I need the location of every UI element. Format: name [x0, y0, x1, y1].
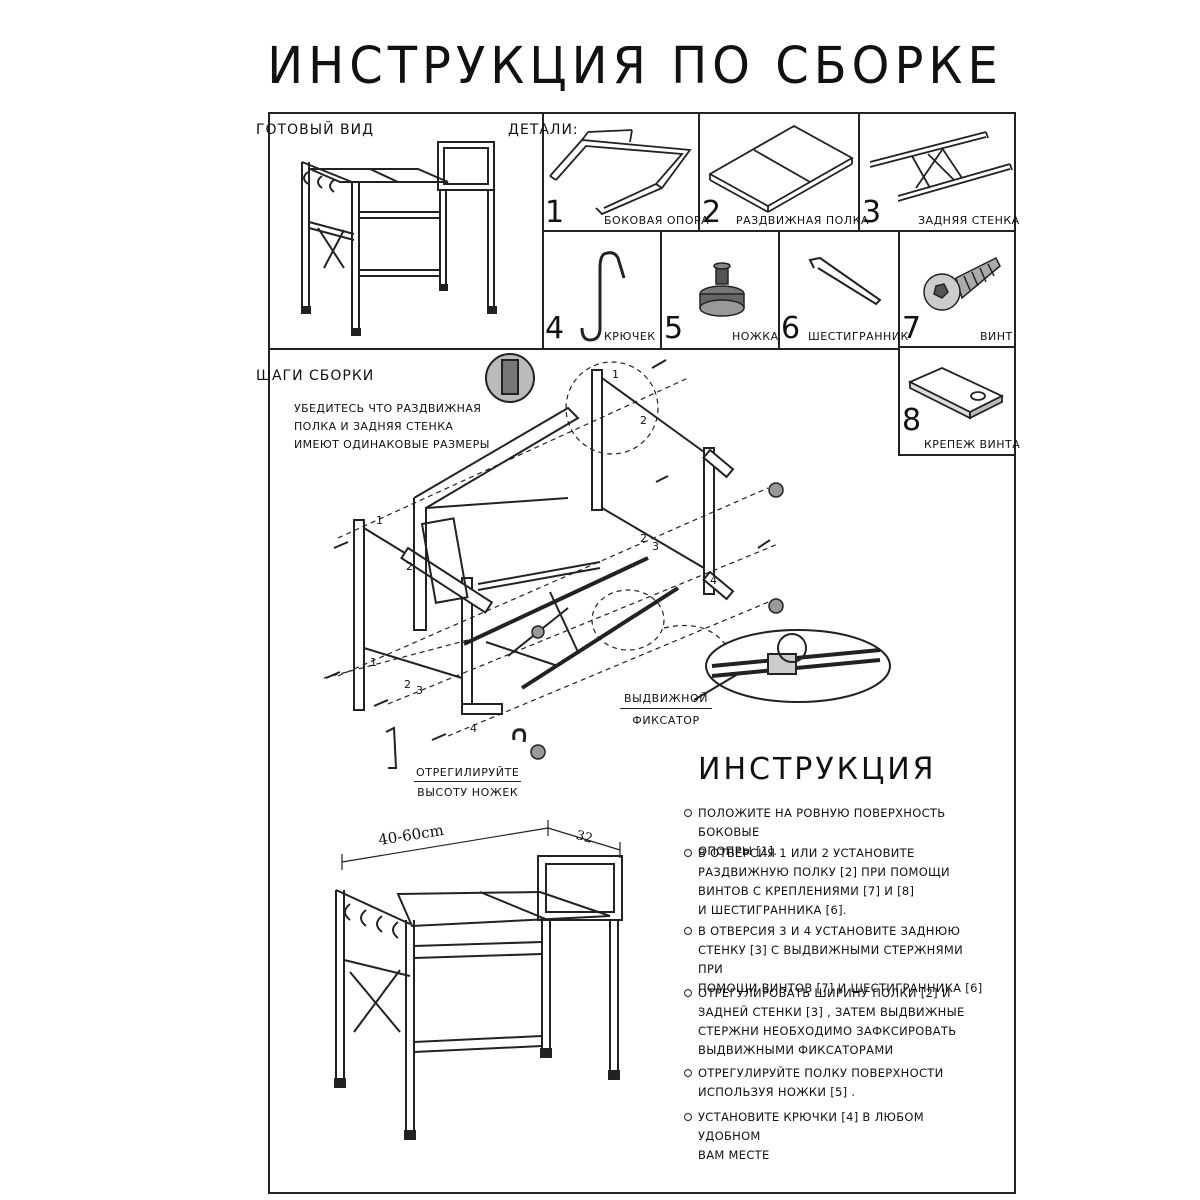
instruction-line: ПОМОЩИ ВИНТОВ [7] И ШЕСТИГРАННИКА [6] .	[698, 981, 983, 1014]
latch-caption: ВЫДВИЖНОЙ ФИКСАТОР	[620, 692, 713, 727]
instruction-line: ВЫДВИЖНЫМИ ФИКСАТОРАМИ	[698, 1043, 894, 1057]
instruction-line: В ОТВЕРСИЯ 3 И 4 УСТАНОВИТЕ ЗАДНЮЮ	[698, 924, 961, 938]
finished-back-frame	[438, 142, 494, 190]
instruction-step: ПОЛОЖИТЕ НА РОВНУЮ ПОВЕРХНОСТЬ БОКОВЫЕ О…	[684, 804, 988, 861]
instruction-line: В ОТВЕРСИЯ 1 ИЛИ 2 УСТАНОВИТЕ	[698, 846, 915, 860]
instruction-line: ВИНТОВ С КРЕПЛЕНИЯМИ [7] И [8]	[698, 884, 915, 898]
latch-caption-line: ВЫДВИЖНОЙ	[620, 692, 713, 709]
hole-label: 2	[406, 560, 414, 573]
hole-label: 2	[640, 414, 648, 427]
part-7-name: ВИНТ	[980, 330, 1013, 343]
part-1-number: 1	[545, 195, 565, 230]
divider-part-8-bottom	[898, 454, 1016, 456]
steps-label: ШАГИ СБОРКИ	[256, 368, 375, 384]
divider-finished-view	[268, 348, 898, 350]
hole-label: 1	[612, 368, 620, 381]
divider-part-2-3	[858, 112, 860, 230]
instruction-title: ИНСТРУКЦИЯ	[698, 752, 937, 787]
instruction-line: ОТРЕГУЛИРУЙТЕ ПОЛКУ ПОВЕРХНОСТИ	[698, 1066, 944, 1080]
part-back-wall-drawing	[858, 112, 1016, 230]
part-fastener-drawing	[907, 367, 1005, 420]
bullet-icon	[684, 849, 692, 857]
exploded-assembly-drawing	[268, 348, 898, 818]
instruction-line: И ШЕСТИГРАННИКА [6].	[698, 903, 847, 917]
parts-label: ДЕТАЛИ:	[508, 122, 579, 138]
hole-label: 2	[640, 532, 648, 545]
part-foot-drawing	[660, 230, 778, 348]
instruction-line: ИСПОЛЬЗУЯ НОЖКИ [5] .	[698, 1085, 856, 1099]
instruction-step: ОТРЕГУЛИРОВАТЬ ШИРИНУ ПОЛКИ [2] И ЗАДНЕЙ…	[684, 984, 988, 1060]
part-4-number: 4	[545, 311, 565, 346]
part-hook-drawing	[542, 230, 660, 348]
part-extendable-shelf-drawing	[708, 124, 854, 230]
bullet-icon	[684, 1069, 692, 1077]
part-5-number: 5	[664, 311, 684, 346]
instruction-step: В ОТВЕРСИЯ 3 И 4 УСТАНОВИТЕ ЗАДНЮЮ СТЕНК…	[684, 922, 988, 1017]
dim-back-frame	[538, 856, 622, 920]
instruction-step: УСТАНОВИТЕ КРЮЧКИ [4] В ЛЮБОМ УДОБНОМ ВА…	[684, 1108, 988, 1165]
dim-top-shelf	[396, 890, 611, 928]
divider-part-1-2	[698, 112, 700, 230]
part-hex-key-drawing	[778, 230, 898, 348]
divider-part-5-6	[778, 230, 780, 348]
hole-label: 4	[710, 574, 718, 587]
part-6-number: 6	[781, 311, 801, 346]
instruction-line: СТЕРЖНИ НЕОБХОДИМО ЗАФКСИРОВАТЬ	[698, 1024, 957, 1038]
size-note-line: УБЕДИТЕСЬ ЧТО РАЗДВИЖНАЯ	[294, 402, 482, 415]
finished-view-label: ГОТОВЫЙ ВИД	[256, 122, 375, 138]
document-frame	[268, 112, 1016, 1194]
divider-part-6-7	[898, 230, 900, 456]
hole-label: 3	[652, 540, 660, 553]
adjust-legs-caption: ОТРЕГИЛИРУЙТЕ ВЫСОТУ НОЖЕК	[414, 766, 522, 799]
divider-part-4-5	[660, 230, 662, 348]
page-title: ИНСТРУКЦИЯ ПО СБОРКЕ	[267, 36, 1003, 96]
instruction-line: УСТАНОВИТЕ КРЮЧКИ [4] В ЛЮБОМ УДОБНОМ	[698, 1110, 925, 1143]
instruction-line: ВАМ МЕСТЕ	[698, 1148, 770, 1162]
part-4-name: КРЮЧЕК	[604, 330, 656, 343]
part-8-name: КРЕПЕЖ ВИНТА	[924, 438, 1021, 451]
bullet-icon	[684, 809, 692, 817]
instruction-line: РАЗДВИЖНУЮ ПОЛКУ [2] ПРИ ПОМОЩИ	[698, 865, 950, 879]
instruction-line: СТЕНКУ [3] С ВЫДВИЖНЫМИ СТЕРЖНЯМИ ПРИ	[698, 943, 964, 976]
part-8-number: 8	[902, 403, 922, 438]
hole-label: 1	[376, 514, 384, 527]
finished-foot	[301, 306, 311, 314]
part-3-name: ЗАДНЯЯ СТЕНКА	[918, 214, 1020, 227]
hole-label: 2	[404, 678, 412, 691]
bullet-icon	[684, 927, 692, 935]
finished-cross-brace	[318, 228, 344, 268]
instruction-line: ПОЛОЖИТЕ НА РОВНУЮ ПОВЕРХНОСТЬ БОКОВЫЕ	[698, 806, 946, 839]
hole-label: 4	[470, 722, 478, 735]
finished-top-shelf	[309, 168, 449, 183]
instruction-line: ЗАДНЕЙ СТЕНКИ [3] , ЗАТЕМ ВЫДВИЖНЫЕ	[698, 1005, 965, 1019]
instruction-step: В ОТВЕРСИЯ 1 ИЛИ 2 УСТАНОВИТЕ РАЗДВИЖНУЮ…	[684, 844, 988, 920]
adjust-caption-line: ВЫСОТУ НОЖЕК	[417, 786, 519, 799]
hole-label: 1	[370, 656, 378, 669]
size-note: УБЕДИТЕСЬ ЧТО РАЗДВИЖНАЯ ПОЛКА И ЗАДНЯЯ …	[294, 400, 490, 454]
part-screw-drawing	[898, 230, 1016, 348]
bullet-icon	[684, 989, 692, 997]
instruction-line: ОТРЕГУЛИРОВАТЬ ШИРИНУ ПОЛКИ [2] И	[698, 986, 951, 1000]
hole-label: 3	[416, 684, 424, 697]
part-2-number: 2	[702, 195, 722, 230]
adjust-caption-line: ОТРЕГИЛИРУЙТЕ	[414, 766, 522, 782]
part-side-support-drawing	[542, 112, 698, 230]
dimension-drawing	[334, 810, 640, 1140]
part-7-number: 7	[902, 311, 922, 346]
part-5-name: НОЖКА	[732, 330, 779, 343]
part-3-number: 3	[862, 195, 882, 230]
latch-caption-line: ФИКСАТОР	[632, 714, 700, 727]
size-note-line: ПОЛКА И ЗАДНЯЯ СТЕНКА	[294, 420, 454, 433]
divider-part-7-8	[898, 346, 1016, 348]
size-note-line: ИМЕЮТ ОДИНАКОВЫЕ РАЗМЕРЫ	[294, 438, 490, 451]
instruction-step: ОТРЕГУЛИРУЙТЕ ПОЛКУ ПОВЕРХНОСТИ ИСПОЛЬЗУ…	[684, 1064, 988, 1102]
part-6-name: ШЕСТИГРАННИК	[808, 330, 909, 343]
finished-view-drawing	[301, 112, 497, 336]
bullet-icon	[684, 1113, 692, 1121]
part-1-name: БОКОВАЯ ОПОРА	[604, 214, 710, 227]
part-2-name: РАЗДВИЖНАЯ ПОЛКА	[736, 214, 869, 227]
instruction-line: ОПОПРЫ [1].	[698, 844, 778, 858]
